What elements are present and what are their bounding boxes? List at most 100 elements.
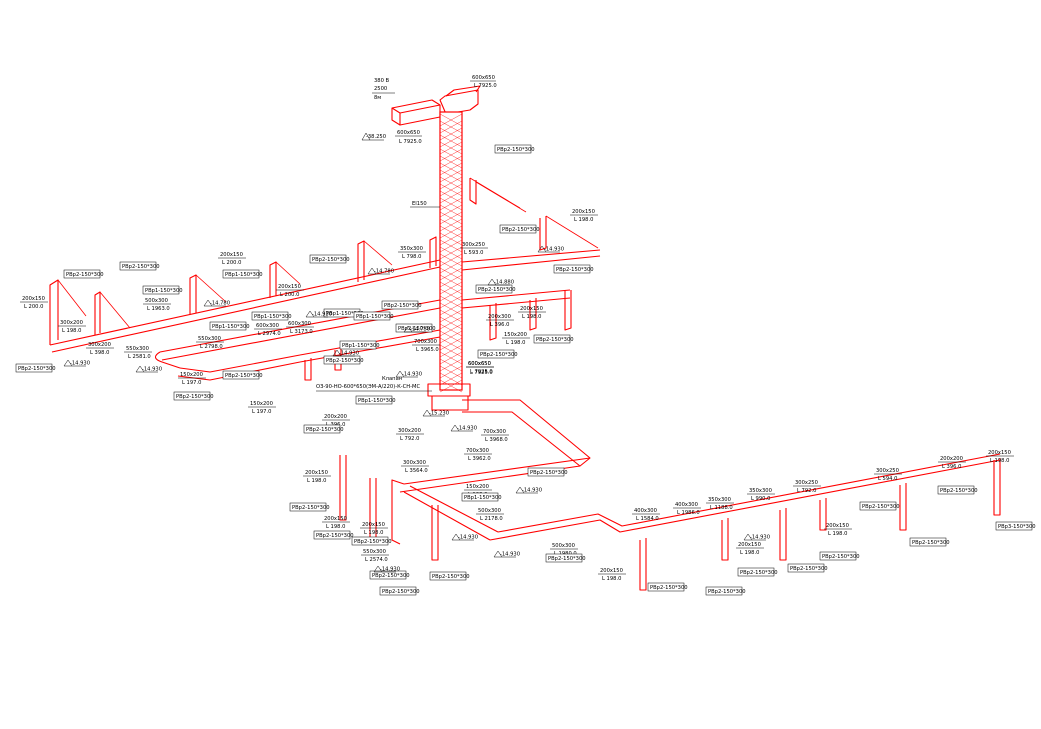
duct-size-text: 200х150 xyxy=(278,284,301,290)
air-grille-label: PBp3-150*300 xyxy=(995,521,1036,531)
svg-text:PBp1-150*300: PBp1-150*300 xyxy=(225,272,263,278)
air-grille-label: PBp2-150*300 xyxy=(527,467,568,477)
svg-text:-14.930: -14.930 xyxy=(458,535,478,541)
duct-length-text: L 200.0 xyxy=(24,304,43,310)
svg-text:PBp2-150*300: PBp2-150*300 xyxy=(478,287,516,293)
air-grille-label: PBp2-150*300 xyxy=(323,355,364,365)
air-grille-label: PBp2-150*300 xyxy=(429,571,470,581)
svg-text:PBp2-150*300: PBp2-150*300 xyxy=(122,264,160,270)
riser-top-len: L 7925.0 xyxy=(399,139,422,145)
air-grille-label: PBp2-150*300 xyxy=(119,261,160,271)
duct-size-text: 200х150 xyxy=(220,252,243,258)
lower-branch xyxy=(339,399,1001,591)
duct-size-text: 400х300 xyxy=(675,502,698,508)
elevation-marker: -14.930 xyxy=(493,550,520,558)
air-grille-label: PBp2-150*300 xyxy=(15,363,56,373)
duct-length-text: L 3968.0 xyxy=(485,437,508,443)
duct-length-text: L 990.0 xyxy=(751,496,770,502)
svg-text:PBp2-150*300: PBp2-150*300 xyxy=(382,589,420,595)
duct-size-text: 350х300 xyxy=(749,488,772,494)
elevation-marker: -14.930 xyxy=(451,533,478,541)
duct-size-text: 150х200 xyxy=(180,372,203,378)
air-grille-label: PBp2-150*300 xyxy=(533,334,574,344)
air-grille-label: PBp1-150*300 xyxy=(355,395,396,405)
duct-size-text: 350х300 xyxy=(400,246,423,252)
svg-text:PBp2-150*300: PBp2-150*300 xyxy=(384,303,422,309)
main-riser: EI150 600х650 L 7925.0 xyxy=(410,111,494,411)
svg-text:-14.780: -14.780 xyxy=(374,269,394,275)
air-grille-label: PBp1-150*300 xyxy=(142,285,183,295)
duct-length-text: L 3173.0 xyxy=(290,329,313,335)
svg-text:PBp2-150*300: PBp2-150*300 xyxy=(740,570,778,576)
air-grille-label: PBp2-150*300 xyxy=(222,370,263,380)
elevation-marker: -14.930 xyxy=(135,365,162,373)
svg-text:PBp1-150*300: PBp1-150*300 xyxy=(356,314,394,320)
duct-length-text: L 2178.0 xyxy=(480,516,503,522)
duct-size-text: 200х300 xyxy=(488,314,511,320)
duct-length-text: L 198.0 xyxy=(62,328,81,334)
duct-size-text: 300х300 xyxy=(403,460,426,466)
svg-text:PBp2-150*300: PBp2-150*300 xyxy=(822,554,860,560)
duct-size-text: 150х200 xyxy=(250,401,273,407)
elevation-marker: -14.930 xyxy=(373,565,400,573)
svg-text:-38.250: -38.250 xyxy=(366,134,386,140)
svg-text:PBp2-150*300: PBp2-150*300 xyxy=(862,504,900,510)
air-grille-label: PBp2-150*300 xyxy=(63,269,104,279)
elevation-marker: -14.930 xyxy=(515,486,542,494)
svg-text:-14.930: -14.930 xyxy=(544,247,564,253)
air-grille-label: PBp2-150*300 xyxy=(381,300,422,310)
duct-length-text: L 3965.0 xyxy=(416,347,439,353)
duct-size-text: 400х300 xyxy=(634,508,657,514)
duct-size-text: 150х200 xyxy=(504,332,527,338)
duct-length-text: L 197.0 xyxy=(182,380,201,386)
air-grille-label: PBp2-150*300 xyxy=(937,485,978,495)
top-size-label: 600х650 xyxy=(472,75,495,81)
duct-size-text: 700х300 xyxy=(483,429,506,435)
duct-size-text: 200х150 xyxy=(362,522,385,528)
duct-size-text: 700х300 xyxy=(466,448,489,454)
duct-length-text: L 2798.0 xyxy=(200,344,223,350)
duct-size-label: 700х300 L 3968.0 xyxy=(481,429,509,443)
duct-size-text: 300х250 xyxy=(876,468,899,474)
svg-text:-14.930: -14.930 xyxy=(457,426,477,432)
duct-size-text: 200х150 xyxy=(826,523,849,529)
svg-text:-14.930: -14.930 xyxy=(380,567,400,573)
duct-length-text: L 198.0 xyxy=(602,576,621,582)
air-grille-label: PBp2-150*300 xyxy=(787,563,828,573)
elevation-marker: -14.930 xyxy=(743,533,770,541)
svg-text:PBp2-150*300: PBp2-150*300 xyxy=(225,373,263,379)
svg-text:PBp1-150*300: PBp1-150*300 xyxy=(464,495,502,501)
air-grille-label: PBp2-150*300 xyxy=(909,537,950,547)
svg-text:-14.930: -14.930 xyxy=(339,351,359,357)
svg-text:-14.880: -14.880 xyxy=(494,280,514,286)
svg-text:PBp2-150*300: PBp2-150*300 xyxy=(306,427,344,433)
elevation-marker: -14.930 xyxy=(63,359,90,367)
svg-text:Клапан: Клапан xyxy=(382,376,402,382)
duct-length-text: L 3962.0 xyxy=(468,456,491,462)
svg-text:PBp2-150*300: PBp2-150*300 xyxy=(398,326,436,332)
air-grille-label: PBp2-150*300 xyxy=(647,582,688,592)
duct-length-text: L 398.0 xyxy=(90,350,109,356)
svg-text:-14.930: -14.930 xyxy=(500,552,520,558)
elevation-marker: -14.780 xyxy=(203,299,230,307)
elevation-markers: -14.930 -14.930 -14.780 -14.930 -14.780 -14.8… xyxy=(63,245,770,573)
elevation-marker: -15.230 xyxy=(422,409,449,417)
air-grille-label: PBp1-150*300 xyxy=(461,492,502,502)
svg-text:-14.780: -14.780 xyxy=(210,301,230,307)
svg-text:PBp2-150*300: PBp2-150*300 xyxy=(326,358,364,364)
